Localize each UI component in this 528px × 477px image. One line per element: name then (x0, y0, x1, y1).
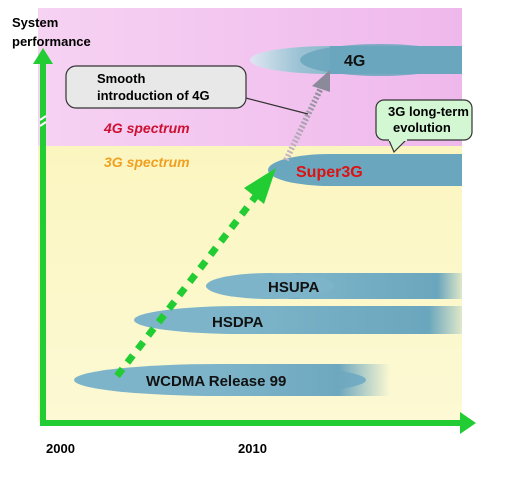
x-axis (40, 412, 476, 434)
y-axis-label-line1: System (12, 15, 58, 30)
callout-smooth-line1: Smooth (97, 71, 145, 86)
bar-wcdma: WCDMA Release 99 (74, 364, 390, 396)
callout-evolution-line1: 3G long-term (388, 104, 469, 119)
bar-hsupa: HSUPA (206, 273, 462, 299)
bar-super3g-label: Super3G (296, 164, 363, 181)
bar-4g: 4G (250, 44, 462, 76)
bar-hsupa-label: HSUPA (268, 279, 320, 296)
x-tick-2000: 2000 (46, 441, 75, 456)
y-axis-label-line2: performance (12, 34, 91, 49)
callout-smooth-introduction: Smooth introduction of 4G (65, 65, 309, 115)
bar-4g-label: 4G (344, 53, 365, 70)
x-tick-2010: 2010 (238, 441, 267, 456)
upper-region-label: 4G spectrum (103, 120, 190, 136)
bar-hsdpa: HSDPA (134, 306, 462, 334)
callout-evolution-line2: evolution (393, 120, 451, 135)
callout-smooth-line2: introduction of 4G (97, 88, 210, 103)
bar-wcdma-label: WCDMA Release 99 (146, 373, 286, 390)
growth-arrow (114, 168, 276, 379)
callout-long-term-evolution: 3G long-term evolution (375, 99, 473, 154)
bar-hsdpa-label: HSDPA (212, 314, 264, 331)
lower-region-label: 3G spectrum (104, 154, 190, 170)
transition-arrow-4g (283, 70, 330, 162)
y-axis (33, 48, 53, 420)
bar-super3g: Super3G (268, 154, 462, 186)
